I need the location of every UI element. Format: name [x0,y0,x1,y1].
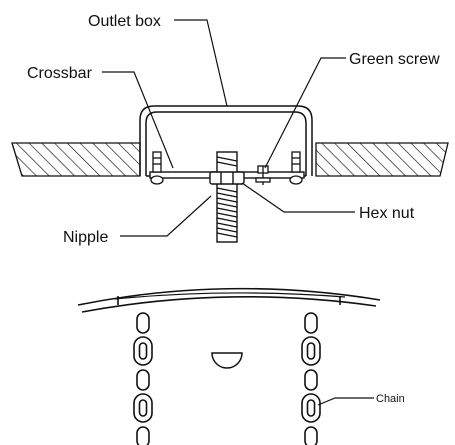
canopy-inner-curve [81,296,377,313]
nipple-leader [120,195,212,237]
hex-nut [209,171,245,185]
mounting-screw-right [289,151,303,185]
ceiling-right-hatch [315,142,449,177]
ceiling-left-hatch [11,142,141,177]
mounting-screw-left [150,151,164,185]
green-screw-label: Green screw [349,51,440,68]
leader-lines [102,19,374,406]
crossbar-label: Crossbar [27,65,93,82]
nipple [216,151,238,243]
canopy-outer-curve [77,287,381,306]
chain-leader [317,397,374,406]
canopy-body [114,292,346,300]
outlet-box-label: Outlet box [88,13,161,30]
hex-nut-label: Hex nut [359,205,415,222]
canopy [77,287,381,313]
green-screw-leader [264,57,346,169]
green-screw [255,165,271,185]
chain-right [301,312,321,445]
ceiling-section [11,142,449,177]
nipple-label: Nipple [63,229,108,246]
chain-label: Chain [376,393,405,405]
canopy-hole [211,352,243,369]
outlet-box-leader [174,19,228,107]
chain-left [133,312,153,445]
hex-nut-leader [241,182,355,213]
crossbar-leader [102,71,174,169]
